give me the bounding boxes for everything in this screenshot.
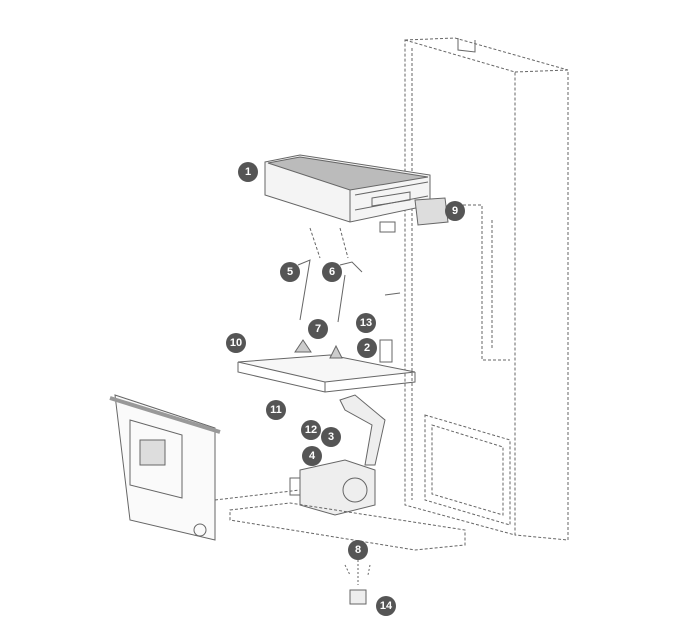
electrodes bbox=[297, 259, 401, 323]
callout-5[interactable]: 5 bbox=[280, 262, 300, 282]
callout-3[interactable]: 3 bbox=[321, 427, 341, 447]
callout-6[interactable]: 6 bbox=[322, 262, 342, 282]
callout-7[interactable]: 7 bbox=[308, 319, 328, 339]
boiler-frame bbox=[404, 37, 569, 541]
callout-4[interactable]: 4 bbox=[302, 446, 322, 466]
callout-2[interactable]: 2 bbox=[357, 338, 377, 358]
callout-9[interactable]: 9 bbox=[445, 201, 465, 221]
base-plate bbox=[229, 502, 466, 551]
burner-tray bbox=[237, 339, 416, 393]
callout-12[interactable]: 12 bbox=[301, 420, 321, 440]
fitting bbox=[349, 589, 367, 605]
frame-top-tab bbox=[457, 38, 476, 53]
callout-8[interactable]: 8 bbox=[348, 540, 368, 560]
callout-14[interactable]: 14 bbox=[376, 596, 396, 616]
callout-13[interactable]: 13 bbox=[356, 313, 376, 333]
control-panel bbox=[109, 394, 221, 541]
pipe-line bbox=[448, 204, 510, 361]
callout-1[interactable]: 1 bbox=[238, 162, 258, 182]
heat-exchanger bbox=[264, 154, 449, 233]
screws bbox=[344, 560, 371, 585]
callout-11[interactable]: 11 bbox=[266, 400, 286, 420]
callout-10[interactable]: 10 bbox=[226, 333, 246, 353]
